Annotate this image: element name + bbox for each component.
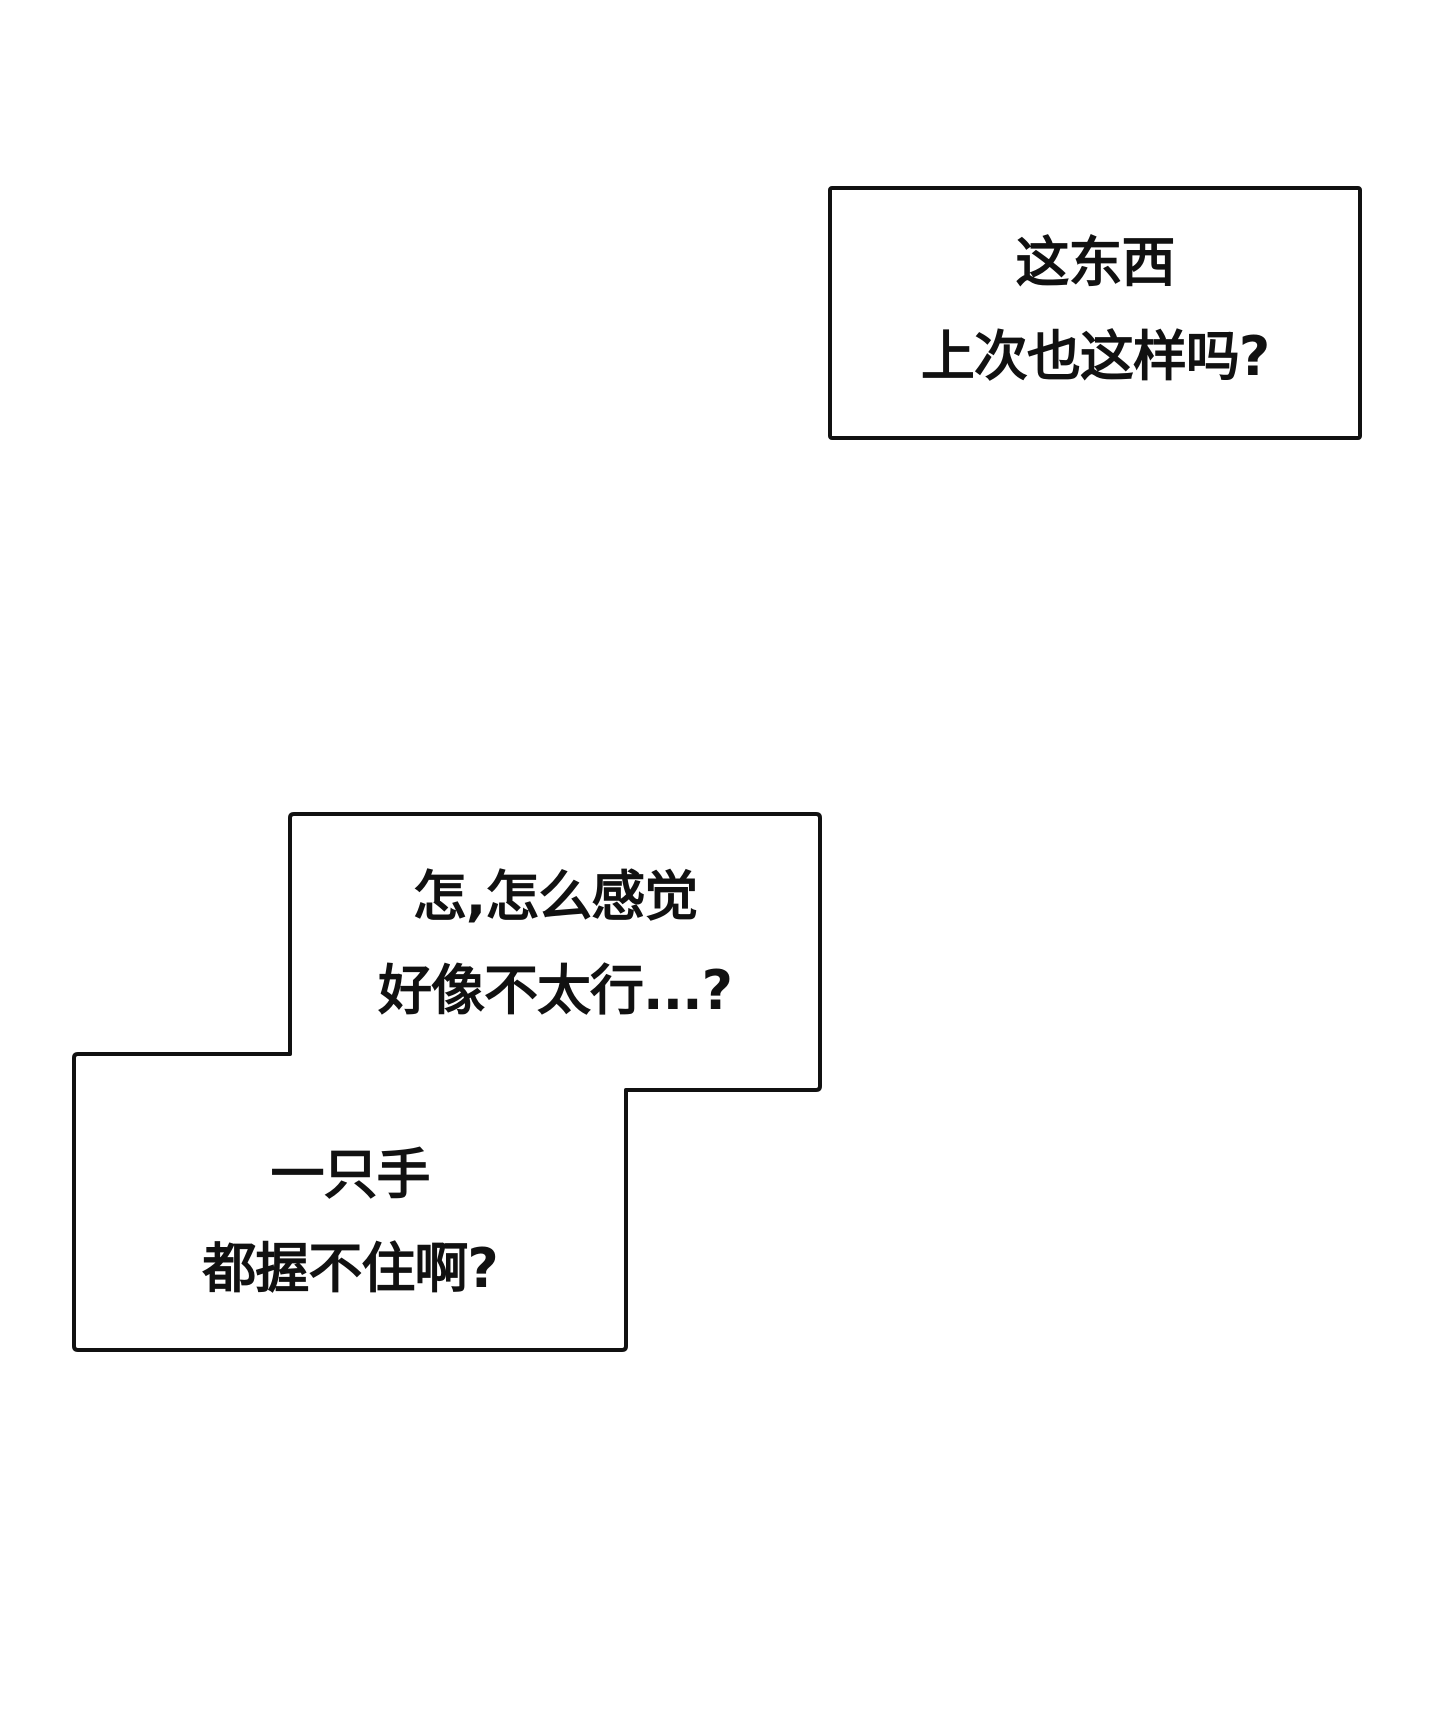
speech-text-stepped-upper: 怎,怎么感觉 好像不太行...? [290, 850, 820, 1038]
speech-line: 上次也这样吗? [920, 325, 1270, 388]
speech-line: 都握不住啊? [202, 1237, 498, 1300]
speech-line: 这东西 [1015, 231, 1176, 294]
speech-text-top: 这东西 上次也这样吗? [828, 216, 1362, 404]
speech-box-stepped-outline [72, 812, 822, 1352]
speech-box-top [828, 186, 1362, 440]
speech-text-stepped-lower: 一只手 都握不住啊? [72, 1128, 628, 1316]
speech-line: 怎,怎么感觉 [412, 865, 699, 928]
speech-line: 一只手 [270, 1143, 431, 1206]
speech-line: 好像不太行...? [378, 959, 733, 1022]
